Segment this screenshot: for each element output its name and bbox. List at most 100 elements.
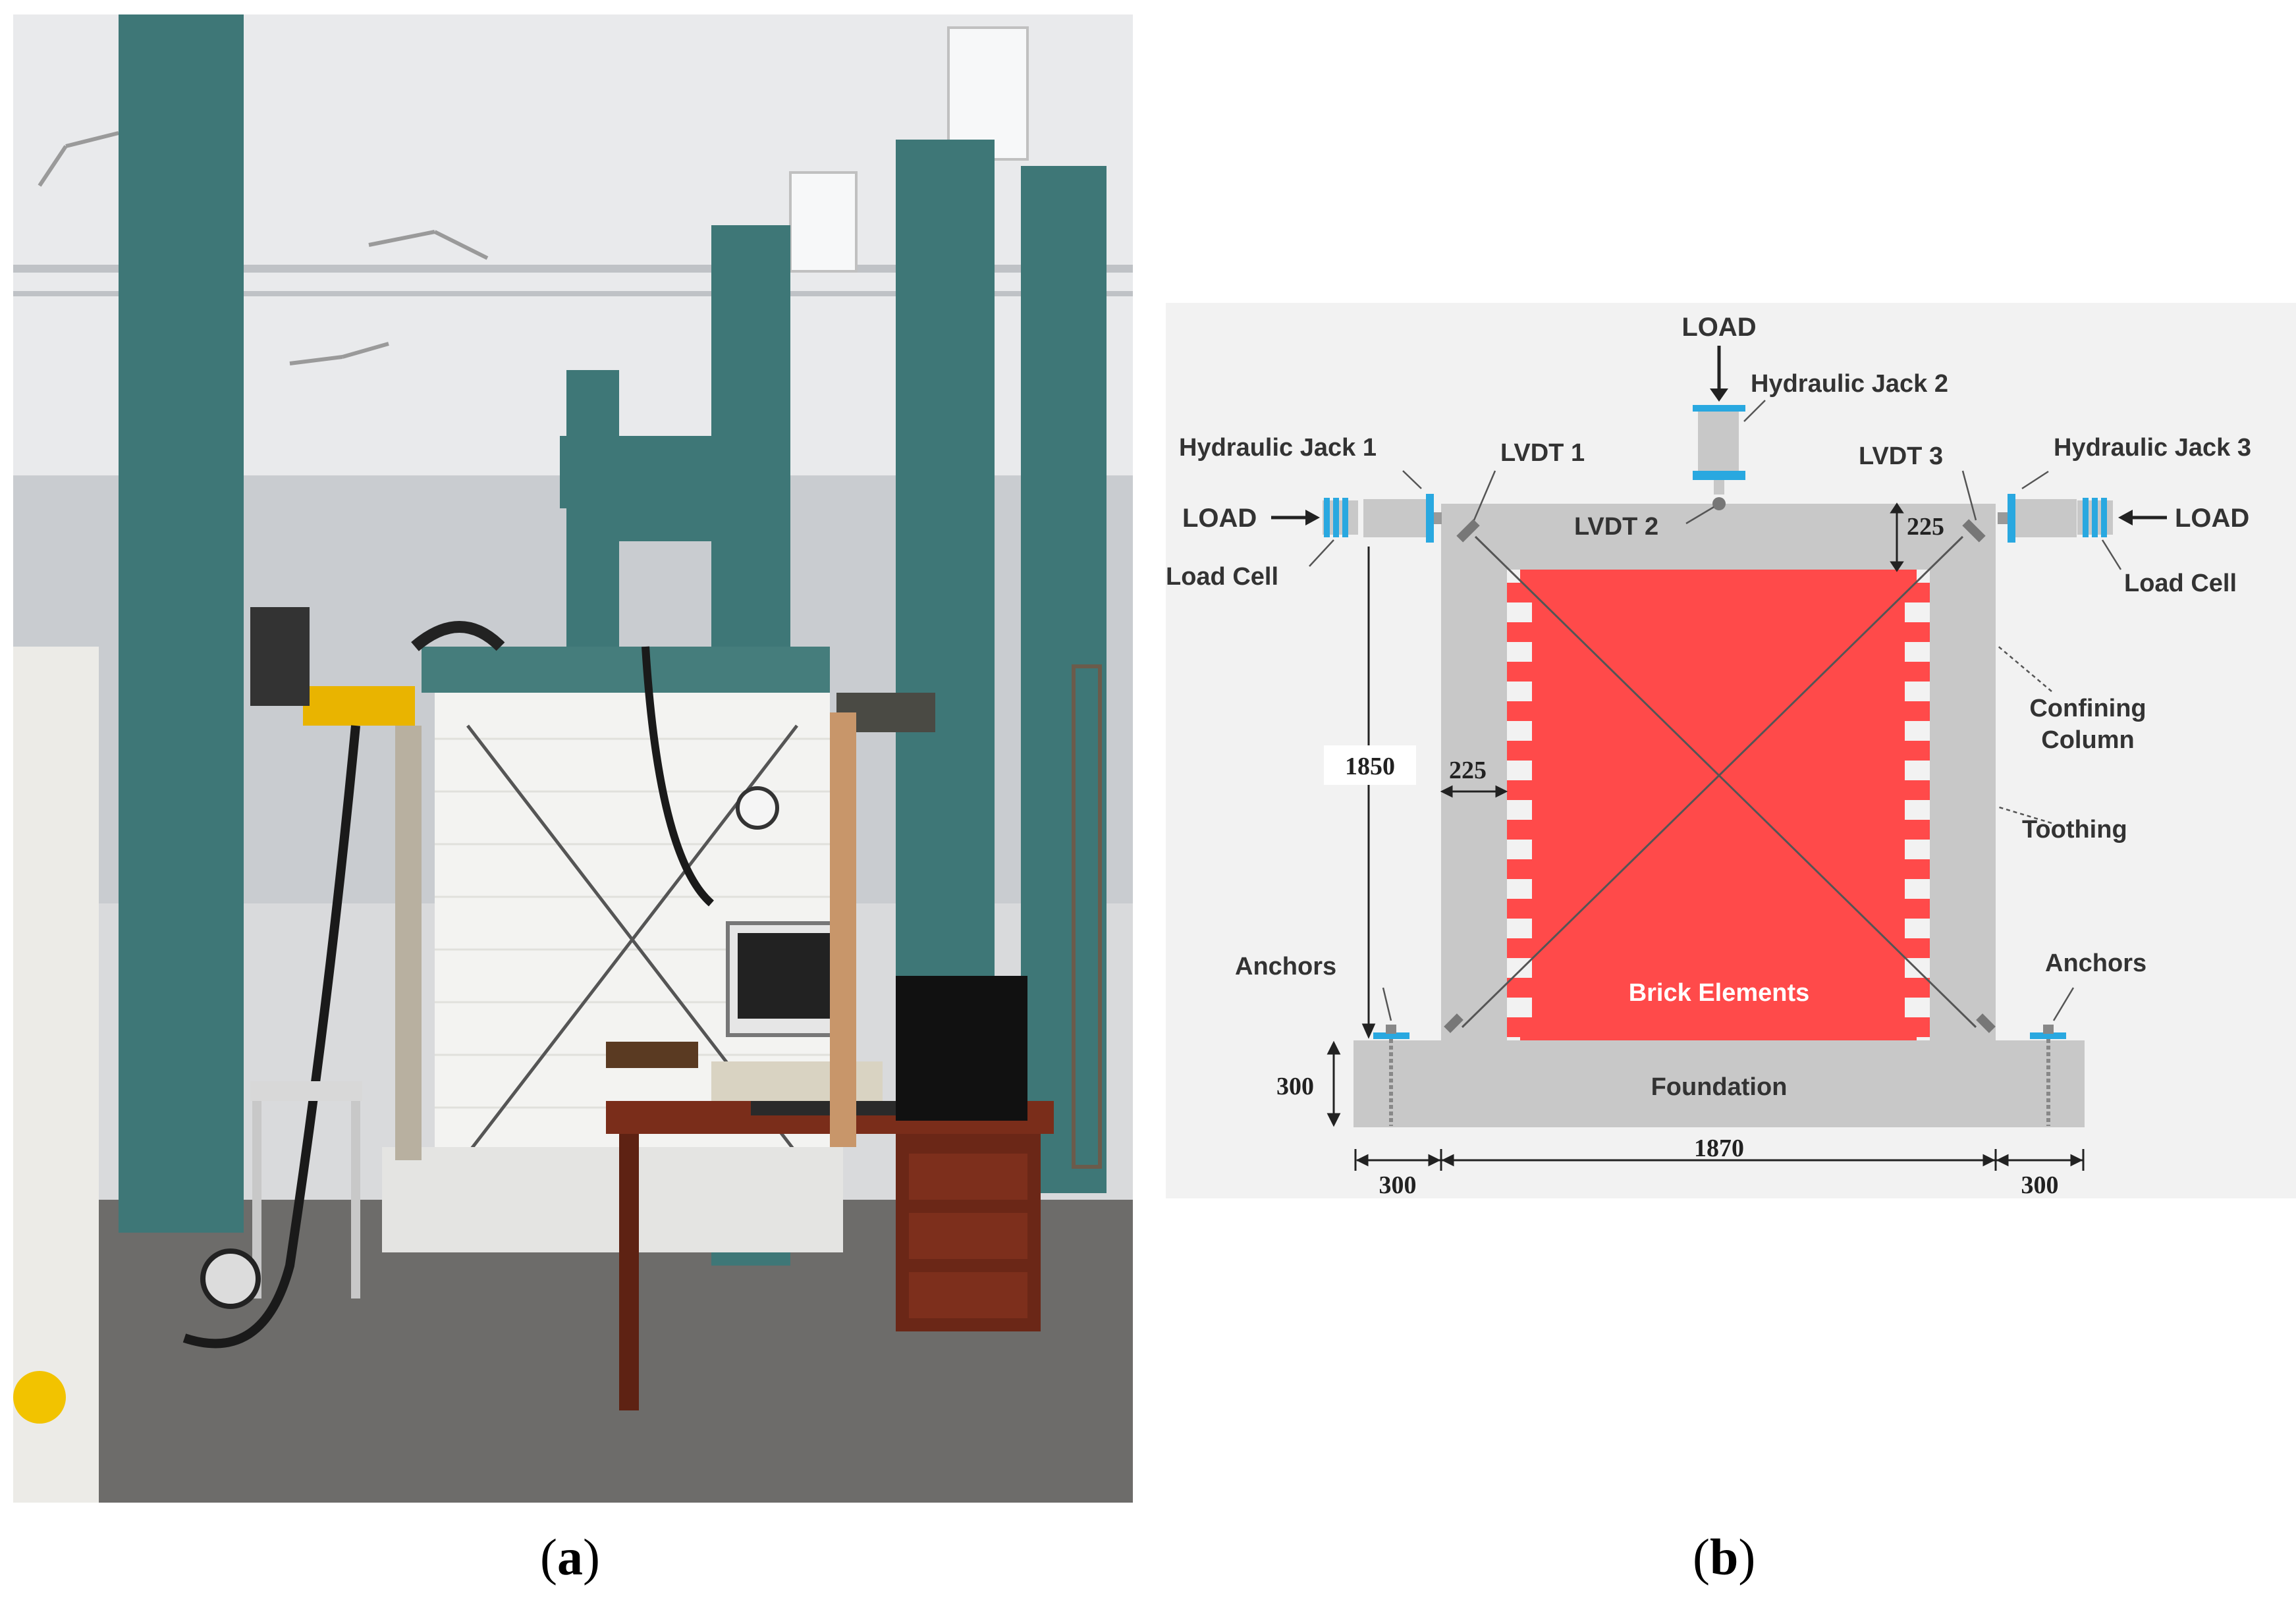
dim-arrow-c1 <box>1996 1154 2009 1167</box>
dim-top-beam-arrow-up <box>1890 502 1904 514</box>
hydraulic-jack-2-plate-bottom <box>1693 471 1745 480</box>
leader-jack2 <box>1743 400 1766 422</box>
dim-arrow-b1 <box>1441 1154 1454 1167</box>
dim-span-label: 1870 <box>1694 1135 1744 1162</box>
brick-tooth-right <box>1905 741 1930 761</box>
brick-tooth-left <box>1507 859 1532 879</box>
top-beam <box>1441 504 1996 570</box>
load-cell-left-label: Load Cell <box>1166 563 1278 591</box>
brick-tooth-right <box>1905 780 1930 800</box>
leader-load-cell-left <box>1309 539 1334 567</box>
leader-load-cell-right <box>2101 539 2122 570</box>
brick-infill <box>1507 570 1930 1040</box>
confining-column-left <box>1441 504 1507 1040</box>
leader-confining-column <box>1996 645 2052 692</box>
hydraulic-jack-2-label: Hydraulic Jack 2 <box>1751 370 1948 398</box>
brick-tooth-left <box>1507 701 1532 721</box>
hydraulic-jack-3-label: Hydraulic Jack 3 <box>2054 434 2251 462</box>
load-top-label: LOAD <box>1681 313 1756 342</box>
confining-column-right <box>1930 504 1996 1040</box>
ceiling-fan-icon <box>38 131 489 365</box>
brick-tooth-left <box>1507 662 1532 682</box>
dim-right-overhang-label: 300 <box>2021 1171 2059 1198</box>
foundation-block <box>1353 1040 2085 1127</box>
dim-column-arrow-right <box>1495 785 1508 798</box>
lvdt-diagonal-1 <box>1474 535 1977 1029</box>
caption-b: (b) <box>1693 1528 1756 1586</box>
brick-infill-bottom <box>1520 1027 1917 1040</box>
hydraulic-jack-2-plate-top <box>1693 405 1745 412</box>
brick-tooth-right <box>1905 701 1930 721</box>
dim-height-arrow <box>1361 1023 1376 1039</box>
load-left-label: LOAD <box>1182 504 1257 533</box>
anchors-left-label: Anchors <box>1235 953 1336 980</box>
load-cell-left-ring-1 <box>1324 498 1330 537</box>
confining-column-label-line1: Confining <box>2029 695 2146 722</box>
leader-jack3 <box>2021 470 2049 490</box>
hydraulic-jack-3-rod <box>1998 512 2008 524</box>
leader-lvdt2 <box>1685 506 1714 525</box>
dim-top-beam-arrow-down <box>1890 561 1904 572</box>
anchor-right-nut <box>2043 1025 2054 1034</box>
leader-jack1 <box>1402 470 1422 489</box>
dim-left-overhang-label: 300 <box>1379 1171 1417 1198</box>
lvdt-2-label: LVDT 2 <box>1574 513 1658 541</box>
hydraulic-jack-2-rod <box>1714 480 1724 495</box>
hydraulic-jack-1-plate <box>1426 494 1434 543</box>
brick-tooth-left <box>1507 741 1532 761</box>
brick-elements-label: Brick Elements <box>1629 979 1810 1007</box>
brick-tooth-right <box>1905 662 1930 682</box>
anchor-right-plate <box>2030 1032 2066 1039</box>
lvdt-bottom-right-sensor <box>1976 1013 1996 1033</box>
load-cell-left-ring-2 <box>1333 498 1339 537</box>
hydraulic-jack-2-body <box>1698 405 1739 477</box>
leader-lvdt3 <box>1961 470 1977 521</box>
lvdt-1-label: LVDT 1 <box>1500 439 1585 467</box>
brick-tooth-left <box>1507 583 1532 602</box>
load-left-arrowhead <box>1305 510 1320 525</box>
dim-foundation-height-label: 300 <box>1276 1073 1314 1100</box>
lvdt-bottom-left-sensor <box>1444 1013 1463 1033</box>
hydraulic-jack-1-label: Hydraulic Jack 1 <box>1179 434 1377 462</box>
lvdt-3-label: LVDT 3 <box>1859 442 1943 470</box>
brick-tooth-right <box>1905 859 1930 879</box>
dim-arrow-b2 <box>1982 1154 1996 1167</box>
brick-tooth-right <box>1905 583 1930 602</box>
caption-b-letter: b <box>1709 1528 1739 1586</box>
brick-tooth-left <box>1507 899 1532 919</box>
hydraulic-jack-1-body <box>1363 499 1433 537</box>
dim-column-width-label: 225 <box>1449 757 1487 784</box>
dim-arrow-a2 <box>1428 1154 1441 1167</box>
anchor-left-plate <box>1373 1032 1409 1039</box>
load-cell-left-ring-3 <box>1342 498 1348 537</box>
load-cell-right-ring-3 <box>2101 498 2107 537</box>
hydraulic-jack-1-rod <box>1434 512 1442 524</box>
load-cell-right-ring-2 <box>2092 498 2098 537</box>
load-right-label: LOAD <box>2175 504 2249 533</box>
brick-tooth-left <box>1507 938 1532 958</box>
dim-foundation-arrow-down <box>1326 1113 1341 1127</box>
dim-foundation-arrow-up <box>1326 1040 1341 1055</box>
caption-a: (a) <box>540 1528 600 1586</box>
anchor-left-nut <box>1386 1025 1396 1034</box>
leader-anchors-right <box>2052 987 2075 1021</box>
lvdt-2-sensor <box>1712 497 1726 510</box>
lvdt-diagonal-3 <box>1461 535 1964 1029</box>
load-cell-right-label: Load Cell <box>2124 570 2237 597</box>
lvdt-1-sensor <box>1456 519 1480 543</box>
dim-column-arrow-left <box>1440 785 1453 798</box>
lvdt-3-sensor <box>1962 519 1986 543</box>
brick-infill-body <box>1532 570 1905 1040</box>
foundation-label: Foundation <box>1651 1073 1788 1101</box>
leader-lvdt1 <box>1473 470 1496 521</box>
dim-top-beam-label: 225 <box>1907 513 1944 541</box>
dim-height-label: 1850 <box>1345 753 1395 780</box>
brick-tooth-right <box>1905 938 1930 958</box>
confining-column-label-line2: Column <box>2041 726 2134 754</box>
hydraulic-jack-3-plate <box>2008 494 2015 543</box>
dim-height-label-box <box>1324 745 1416 785</box>
leader-anchors-left <box>1382 987 1392 1021</box>
brick-tooth-right <box>1905 622 1930 642</box>
brick-infill-top <box>1520 570 1917 583</box>
brick-tooth-left <box>1507 820 1532 840</box>
